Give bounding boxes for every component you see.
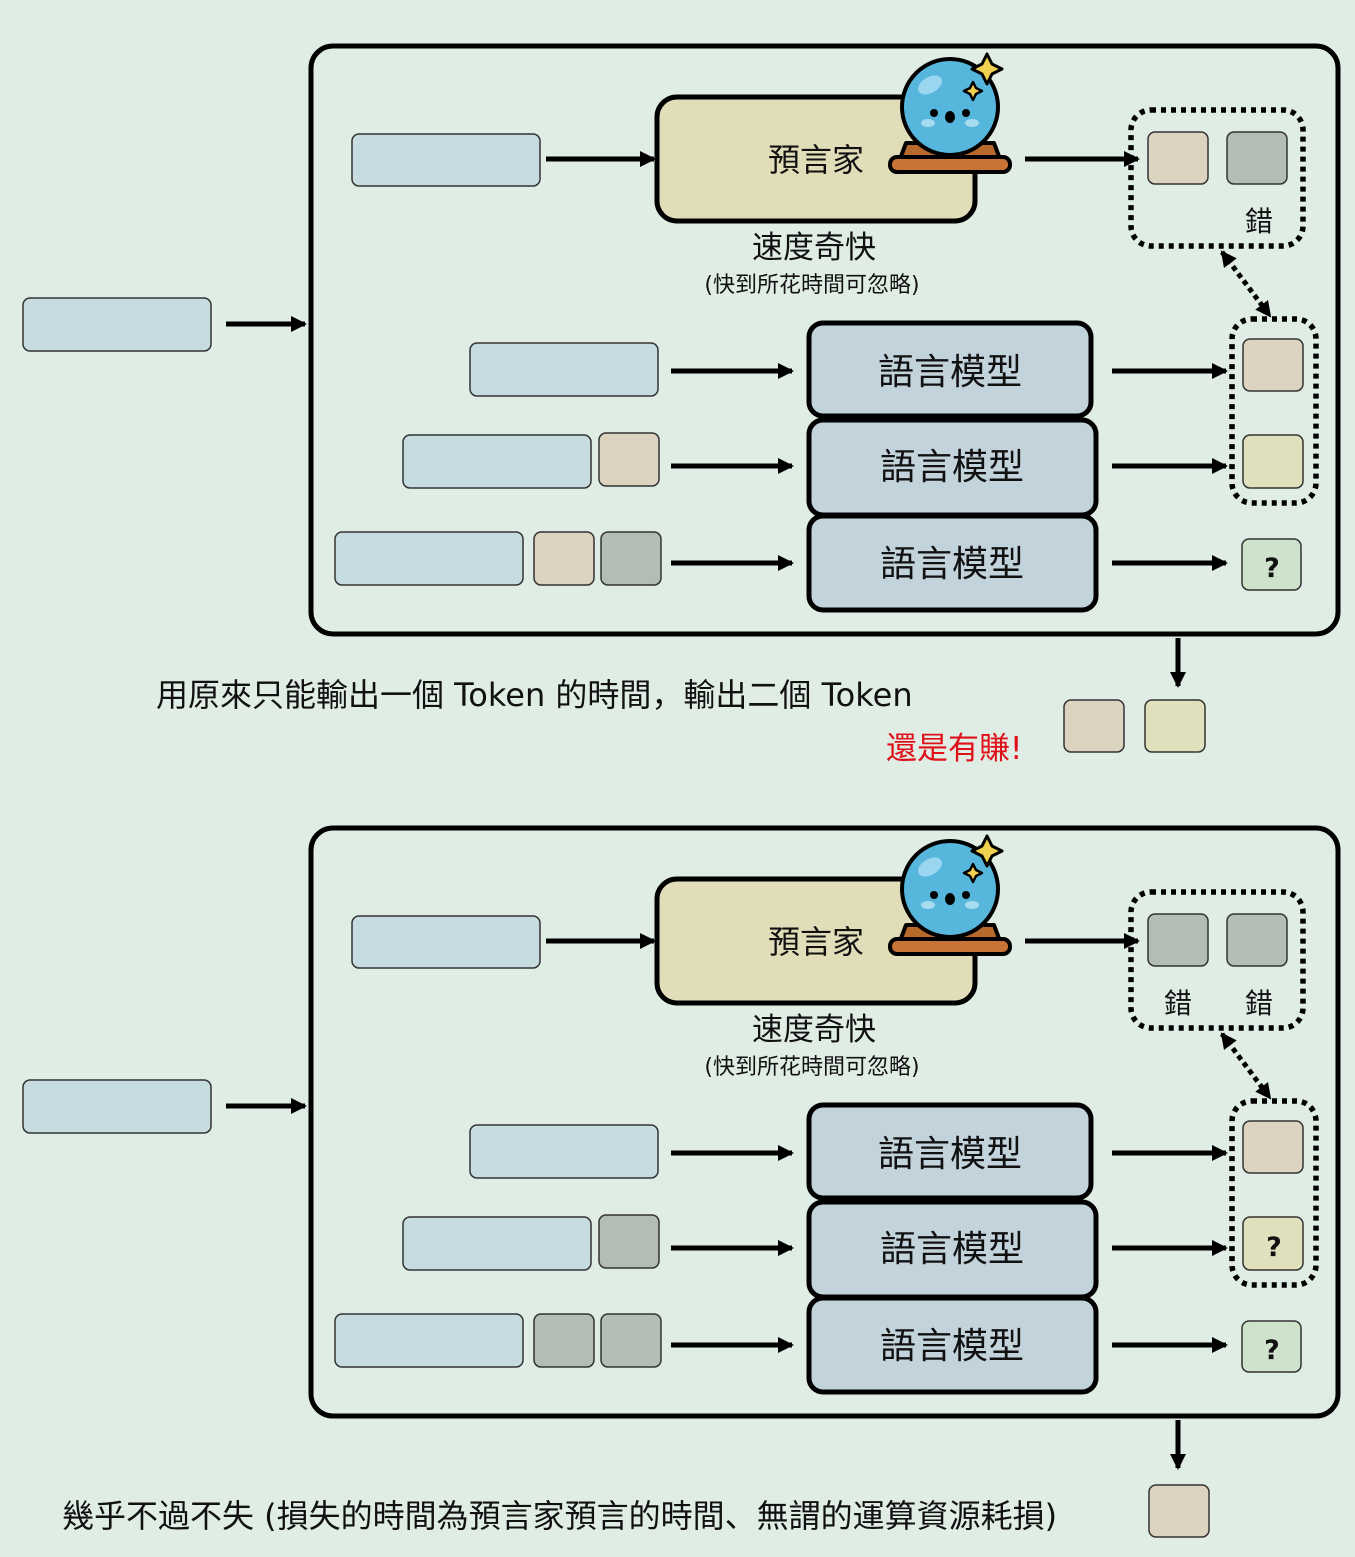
lm-input-block xyxy=(334,531,524,586)
context-token xyxy=(598,1214,660,1269)
caption-highlight: 還是有賺! xyxy=(886,731,1022,767)
language-model-label: 語言模型 xyxy=(880,1326,1024,1367)
lm-output-token xyxy=(1242,338,1304,392)
speed-title: 速度奇快 xyxy=(752,230,876,266)
compare-arrow xyxy=(1220,1032,1272,1100)
caption: 幾乎不過不失 (損失的時間為預言家預言的時間、無謂的運算資源耗損) xyxy=(62,1497,1057,1535)
lm-input-block xyxy=(469,342,659,397)
verification-group xyxy=(1229,1098,1319,1288)
panel-2: 預言家 速度奇快 (快到所花時間可忽略) 錯 錯 語言模型 xyxy=(22,825,1341,1538)
lm-input-block xyxy=(469,1124,659,1179)
sparkle-icon xyxy=(970,52,1004,86)
language-model-box xyxy=(806,1102,1094,1201)
sparkle-icon xyxy=(962,80,984,102)
context-token xyxy=(533,531,595,586)
lm-output-token xyxy=(1242,434,1304,489)
result-token xyxy=(1148,1484,1210,1538)
language-model-label: 語言模型 xyxy=(878,352,1022,393)
unknown-mark: ? xyxy=(1264,553,1280,584)
predicted-token xyxy=(1147,913,1209,967)
language-model-label: 語言模型 xyxy=(880,1229,1024,1270)
language-model-box xyxy=(806,320,1094,419)
language-model-label: 語言模型 xyxy=(880,544,1024,585)
lm-input-block xyxy=(402,1216,592,1271)
lm-input-block xyxy=(334,1313,524,1368)
oracle-label: 預言家 xyxy=(768,141,864,179)
caption: 用原來只能輸出一個 Token 的時間，輸出二個 Token xyxy=(156,676,913,714)
predicted-token xyxy=(1226,913,1288,967)
wrong-label: 錯 xyxy=(1245,987,1273,1020)
lm-input-block xyxy=(402,434,592,489)
context-token xyxy=(600,1313,662,1368)
panel-frame xyxy=(308,43,1341,637)
language-model-box xyxy=(806,513,1099,613)
wrong-label: 錯 xyxy=(1245,205,1273,238)
result-token xyxy=(1063,699,1125,753)
verification-group xyxy=(1229,316,1319,506)
predicted-token xyxy=(1226,131,1288,185)
speed-title: 速度奇快 xyxy=(752,1012,876,1048)
language-model-box xyxy=(806,1295,1099,1395)
context-token xyxy=(533,1313,595,1368)
panel-frame xyxy=(308,825,1341,1419)
oracle-prediction-group xyxy=(1128,107,1306,249)
predicted-token xyxy=(1147,131,1209,185)
sparkle-icon xyxy=(962,862,984,884)
unknown-mark: ? xyxy=(1266,1232,1282,1263)
unknown-token xyxy=(1241,538,1302,591)
sparkle-icon xyxy=(970,834,1004,868)
oracle-input-block xyxy=(351,133,541,187)
oracle-input-block xyxy=(351,915,541,969)
language-model-label: 語言模型 xyxy=(880,447,1024,488)
language-model-label: 語言模型 xyxy=(878,1134,1022,1175)
compare-arrow xyxy=(1220,250,1272,318)
unknown-token xyxy=(1242,1216,1304,1271)
outer-input-block xyxy=(22,297,212,352)
lm-output-token xyxy=(1242,1120,1304,1174)
speed-note: (快到所花時間可忽略) xyxy=(704,1055,919,1080)
result-token xyxy=(1144,699,1206,753)
context-token xyxy=(598,432,660,487)
speed-note: (快到所花時間可忽略) xyxy=(704,273,919,298)
panel-1: 預言家 速度奇快 (快到所花時間可忽略) 錯 語言模型 xyxy=(22,43,1341,767)
wrong-label: 錯 xyxy=(1164,987,1192,1020)
unknown-token xyxy=(1241,1320,1302,1373)
outer-input-block xyxy=(22,1079,212,1134)
oracle-prediction-group xyxy=(1128,889,1306,1031)
unknown-mark: ? xyxy=(1264,1335,1280,1366)
oracle-label: 預言家 xyxy=(768,923,864,961)
context-token xyxy=(600,531,662,586)
